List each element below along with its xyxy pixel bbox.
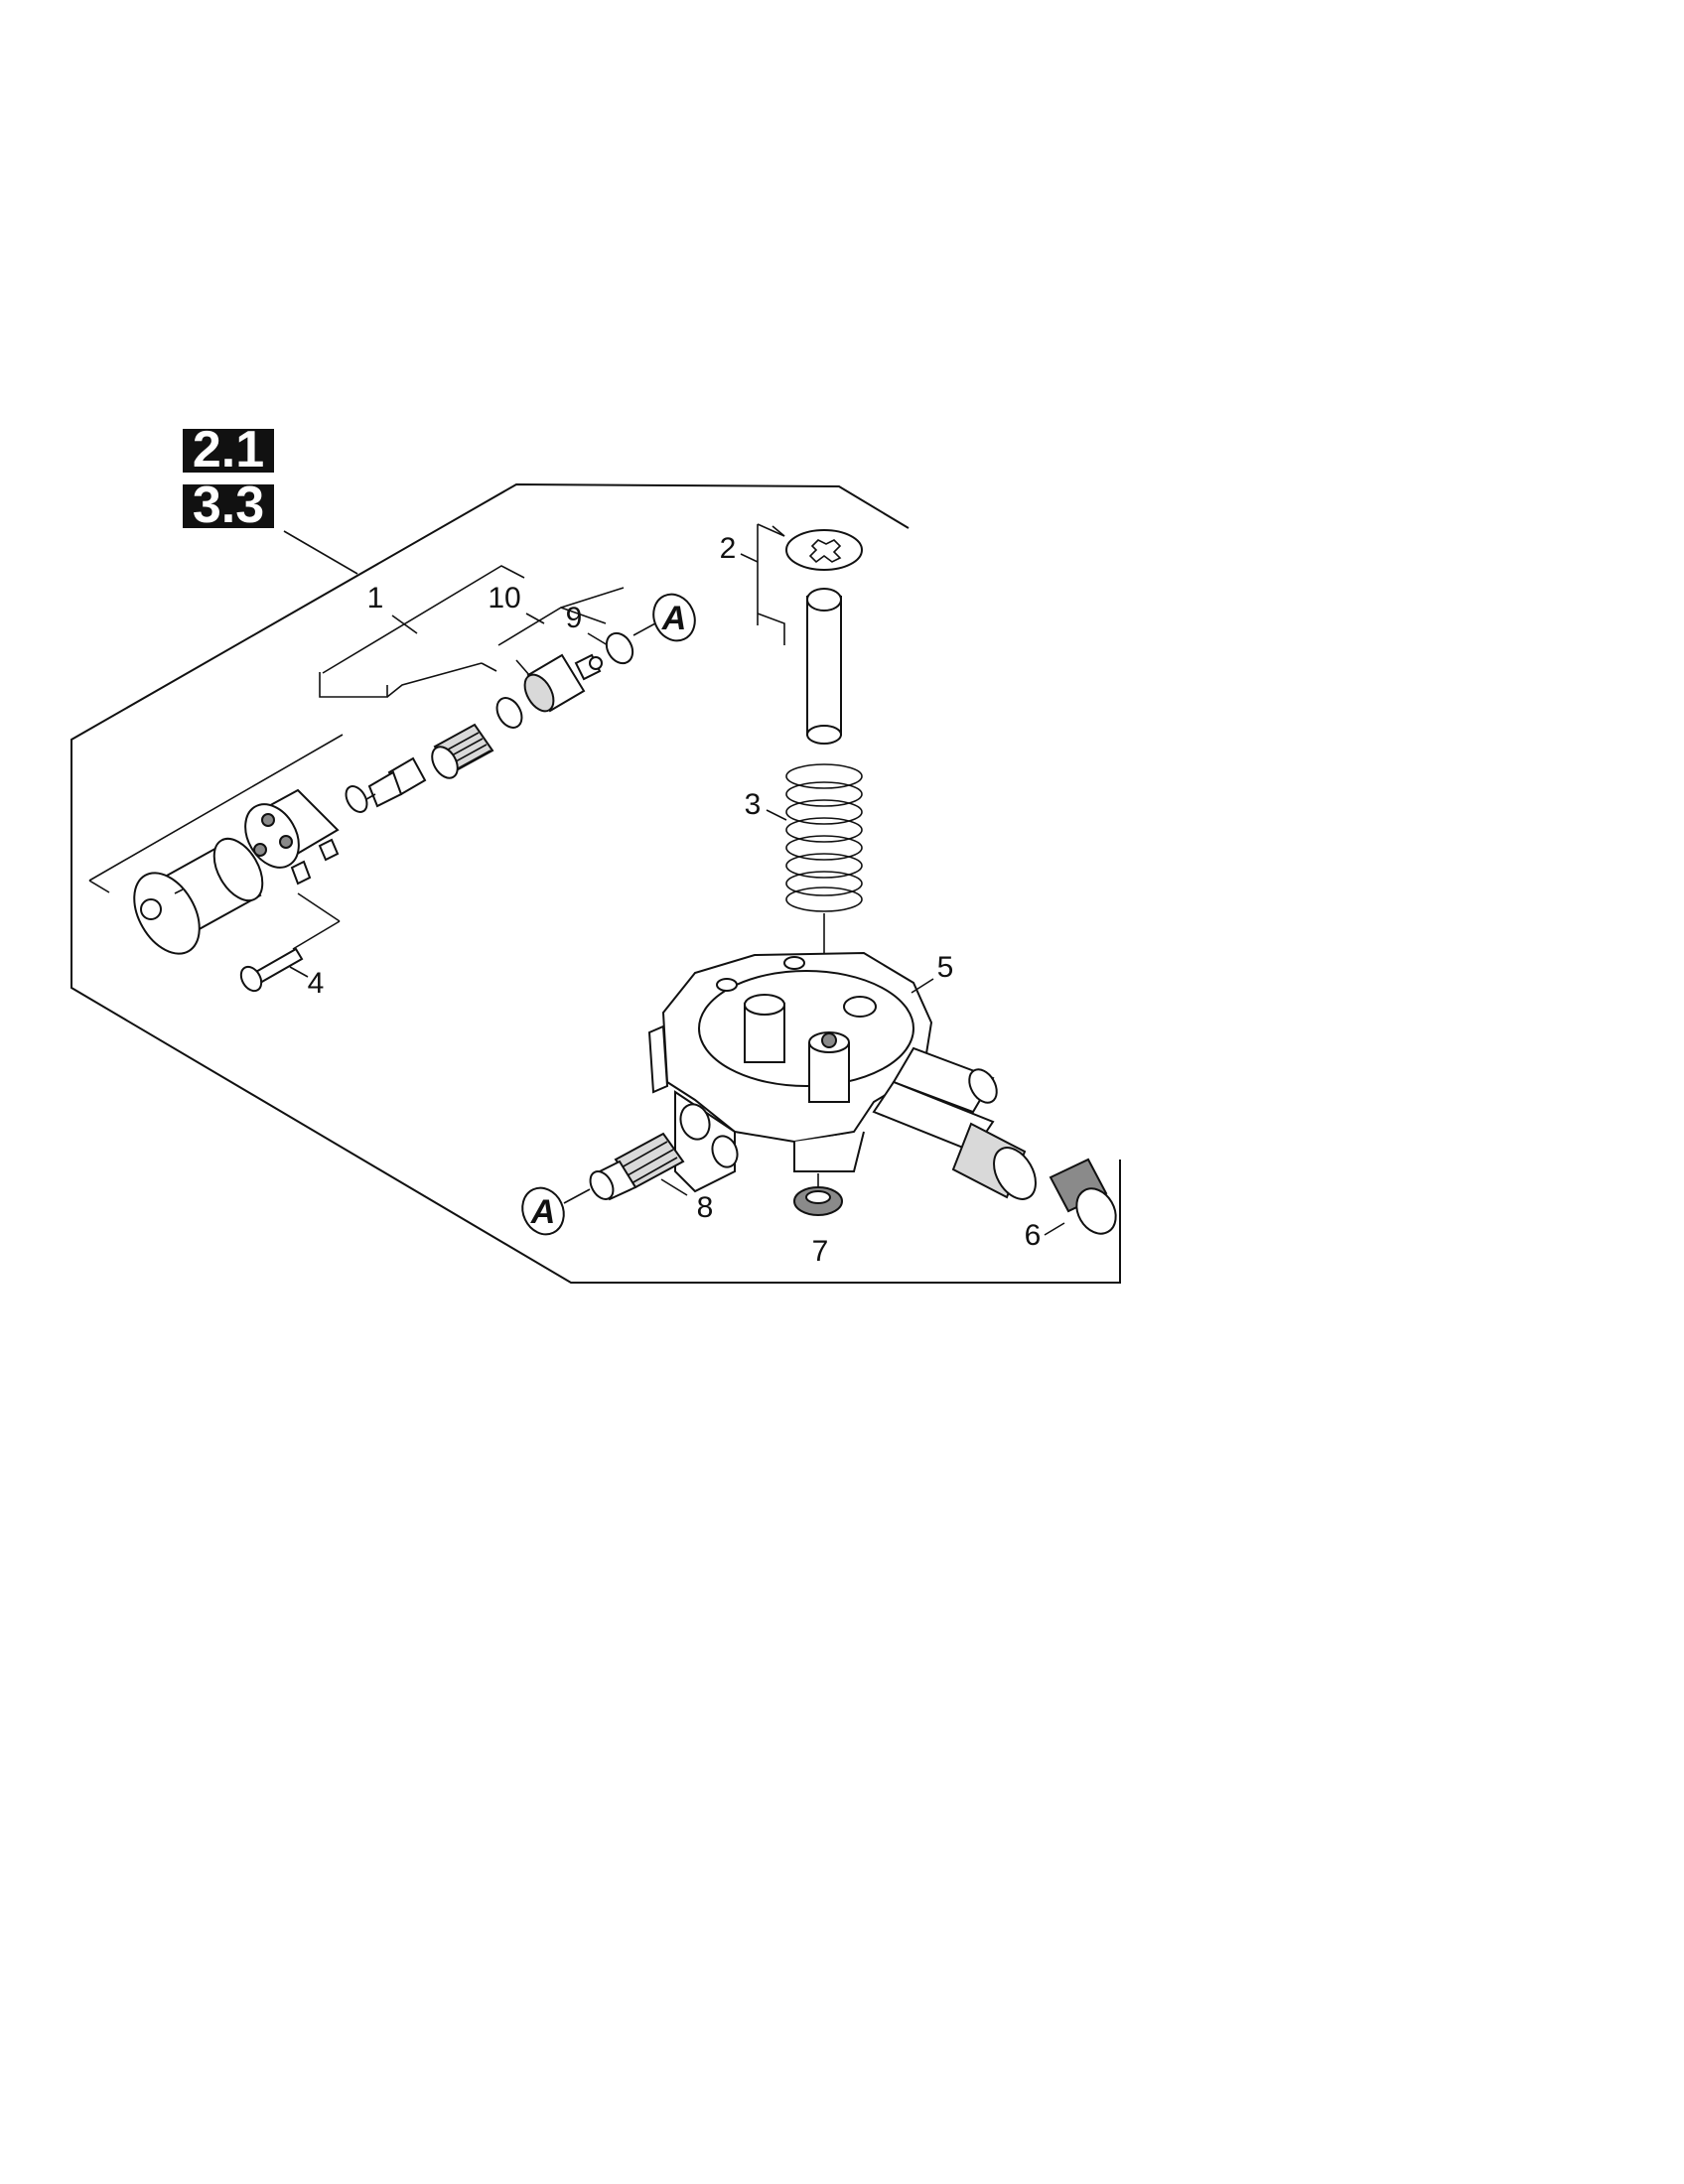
o-ring-small xyxy=(495,697,523,729)
callout-2: 2 xyxy=(720,532,737,565)
callout-3: 3 xyxy=(745,788,762,821)
reference-marker-a-top: A xyxy=(652,593,696,642)
leader-4 xyxy=(289,966,309,978)
callout-10: 10 xyxy=(488,582,520,614)
leader-10 xyxy=(525,613,545,624)
callout-5: 5 xyxy=(937,951,954,984)
callout-6: 6 xyxy=(1025,1219,1042,1252)
valve-body-middle xyxy=(244,788,340,886)
callout-1: 1 xyxy=(367,582,384,614)
valve-cap xyxy=(133,837,264,955)
filter-6 xyxy=(1049,1158,1117,1235)
valve-insert-10 xyxy=(523,653,603,713)
valve-piston xyxy=(360,756,427,808)
leader-2 xyxy=(740,553,759,563)
badge-2-1-label: 2.1 xyxy=(193,421,264,478)
piston-rod-2 xyxy=(806,588,842,745)
leader-8 xyxy=(660,1178,688,1196)
bracket-group-1 xyxy=(88,565,525,950)
badge-3-3: 3.3 xyxy=(183,477,274,534)
seal-7 xyxy=(793,1173,843,1216)
star-washer-2 xyxy=(785,529,863,571)
leader-ref-a-bottom xyxy=(563,1188,591,1204)
callout-8: 8 xyxy=(697,1191,714,1224)
badge-3-3-label: 3.3 xyxy=(193,477,264,534)
bracket-group-2 xyxy=(757,523,785,645)
leader-6 xyxy=(1044,1222,1065,1236)
leader-9 xyxy=(587,632,609,646)
callout-9: 9 xyxy=(566,602,583,634)
outlet-pipe xyxy=(872,1046,1037,1200)
badge-2-1: 2.1 xyxy=(183,421,274,478)
reference-marker-a-bottom-label: A xyxy=(530,1193,556,1231)
leader-1 xyxy=(391,614,418,634)
assembly-frame xyxy=(70,482,1121,1284)
spring-3 xyxy=(785,763,863,912)
callout-4: 4 xyxy=(308,967,325,1000)
callout-7: 7 xyxy=(812,1235,829,1268)
leader-3 xyxy=(766,809,787,821)
reference-marker-a-bottom: A xyxy=(521,1186,565,1236)
screw-4 xyxy=(239,947,304,993)
o-ring-left xyxy=(345,785,368,813)
valve-8 xyxy=(589,1132,685,1201)
leader-ref-a-top xyxy=(632,622,656,636)
valve-spring xyxy=(431,723,494,779)
leader-5 xyxy=(911,978,934,994)
reference-marker-a-top-label: A xyxy=(661,600,687,637)
pump-head-5 xyxy=(647,951,933,1193)
o-ring-9 xyxy=(605,631,634,665)
badge-leader-line xyxy=(283,530,358,575)
